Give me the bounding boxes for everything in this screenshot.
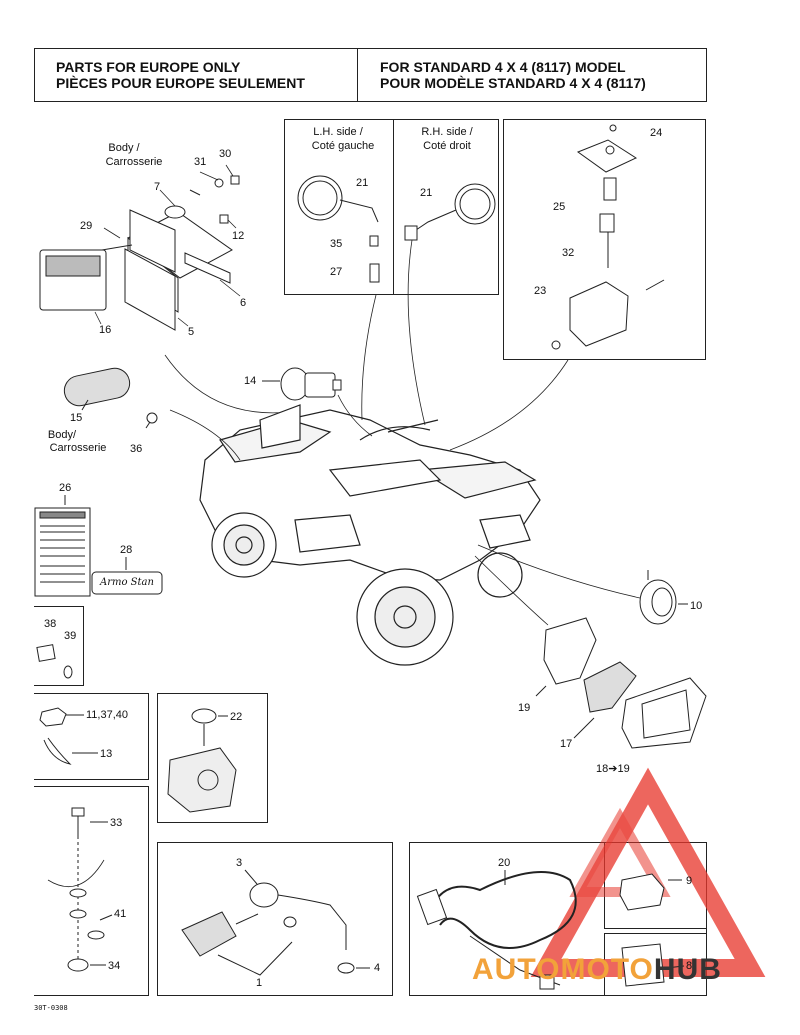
header-frame	[34, 48, 707, 102]
carburetor-panel	[157, 693, 268, 823]
rh-divider	[393, 119, 394, 295]
callout-31: 31	[194, 156, 207, 168]
callout-4: 4	[374, 962, 381, 974]
callout-20: 20	[498, 857, 511, 869]
turn-signal-panel	[157, 842, 393, 996]
atv-body	[199, 404, 541, 666]
header-left-fr: PIÈCES POUR EUROPE SEULEMENT	[56, 75, 305, 91]
callout-19: 19	[518, 702, 531, 714]
callout-22: 22	[230, 711, 243, 723]
carburetor-22	[167, 708, 237, 813]
warning-sticker-26	[34, 495, 91, 597]
callout-32: 32	[562, 247, 575, 259]
body-label-1-en: Body /	[108, 142, 140, 154]
callout-5: 5	[188, 326, 195, 338]
callout-14: 14	[244, 375, 257, 387]
header-right-en: FOR STANDARD 4 X 4 (8117) MODEL	[380, 59, 626, 75]
lamp-assembly	[535, 617, 707, 749]
sticker-panel	[34, 606, 84, 686]
callout-10: 10	[690, 600, 703, 612]
wire-harness-20	[416, 870, 577, 990]
horn-10	[639, 570, 688, 625]
headlight-bracket-panel	[503, 119, 706, 360]
callout-21-lh: 21	[356, 177, 369, 189]
rh-side-label-fr: Coté droit	[423, 140, 471, 152]
callout-8: 8	[686, 960, 693, 972]
sticker-28-text: Armo Stan	[100, 577, 154, 588]
body-label-1-fr: Carrosserie	[105, 156, 163, 168]
reflector-15	[63, 367, 158, 429]
callout-25: 25	[553, 201, 566, 213]
callout-35: 35	[330, 238, 343, 250]
nut-panel	[34, 693, 149, 780]
bolt-stack	[47, 807, 113, 972]
bolt-panel	[34, 786, 149, 996]
callout-3: 3	[236, 857, 243, 869]
callout-27: 27	[330, 266, 343, 278]
sticker-28	[91, 557, 163, 595]
callout-6: 6	[240, 297, 247, 309]
part-38-39	[36, 644, 73, 679]
callout-11-37-40: 11,37,40	[86, 709, 129, 721]
body-label-2-fr: Carrosserie	[49, 442, 107, 454]
lh-side-label-fr: Coté gauche	[311, 140, 375, 152]
license-plate-assembly	[39, 175, 240, 331]
lh-side-label-en: L.H. side /	[313, 126, 363, 138]
license-leaders	[94, 164, 291, 414]
callout-15: 15	[70, 412, 83, 424]
callout-13: 13	[100, 748, 113, 760]
callout-21-rh: 21	[420, 187, 433, 199]
watermark-part1: AUTOMOTO	[472, 953, 654, 986]
callout-41: 41	[114, 908, 127, 920]
callout-26: 26	[59, 482, 72, 494]
lh-mirror-panel	[284, 119, 499, 295]
turn-signal-assembly	[181, 869, 370, 976]
rh-side-label-en: R.H. side /	[421, 126, 473, 138]
callout-12: 12	[232, 230, 245, 242]
relays	[619, 873, 685, 987]
callout-1: 1	[256, 977, 263, 989]
callout-23: 23	[534, 285, 547, 297]
callout-7: 7	[154, 181, 161, 193]
callout-38: 38	[44, 618, 57, 630]
callout-33: 33	[110, 817, 123, 829]
callout-34: 34	[108, 960, 121, 972]
callout-28: 28	[120, 544, 133, 556]
callout-9: 9	[686, 875, 693, 887]
watermark-text: AUTOMOTOHUB	[472, 953, 722, 987]
callout-18-19: 18➔19	[596, 763, 630, 775]
callout-24: 24	[650, 127, 663, 139]
callout-30: 30	[219, 148, 232, 160]
headlight-bracket	[551, 124, 665, 350]
atv-leaders	[169, 239, 641, 626]
body-label-2-en: Body/	[47, 429, 77, 441]
drawing-code: 30T-0308	[34, 1004, 68, 1012]
callout-36: 36	[130, 443, 143, 455]
callout-39: 39	[64, 630, 77, 642]
callout-16: 16	[99, 324, 112, 336]
callout-17: 17	[560, 738, 573, 750]
header-left-en: PARTS FOR EUROPE ONLY	[56, 59, 241, 75]
watermark-part2: HUB	[653, 953, 722, 986]
callout-29: 29	[80, 220, 93, 232]
nut-and-tie	[39, 707, 98, 765]
header-divider	[357, 48, 358, 102]
lh-mirror	[297, 175, 380, 283]
header-right-fr: POUR MODÈLE STANDARD 4 X 4 (8117)	[380, 75, 646, 91]
rh-mirror	[404, 183, 496, 241]
part-14-socket	[262, 367, 342, 401]
